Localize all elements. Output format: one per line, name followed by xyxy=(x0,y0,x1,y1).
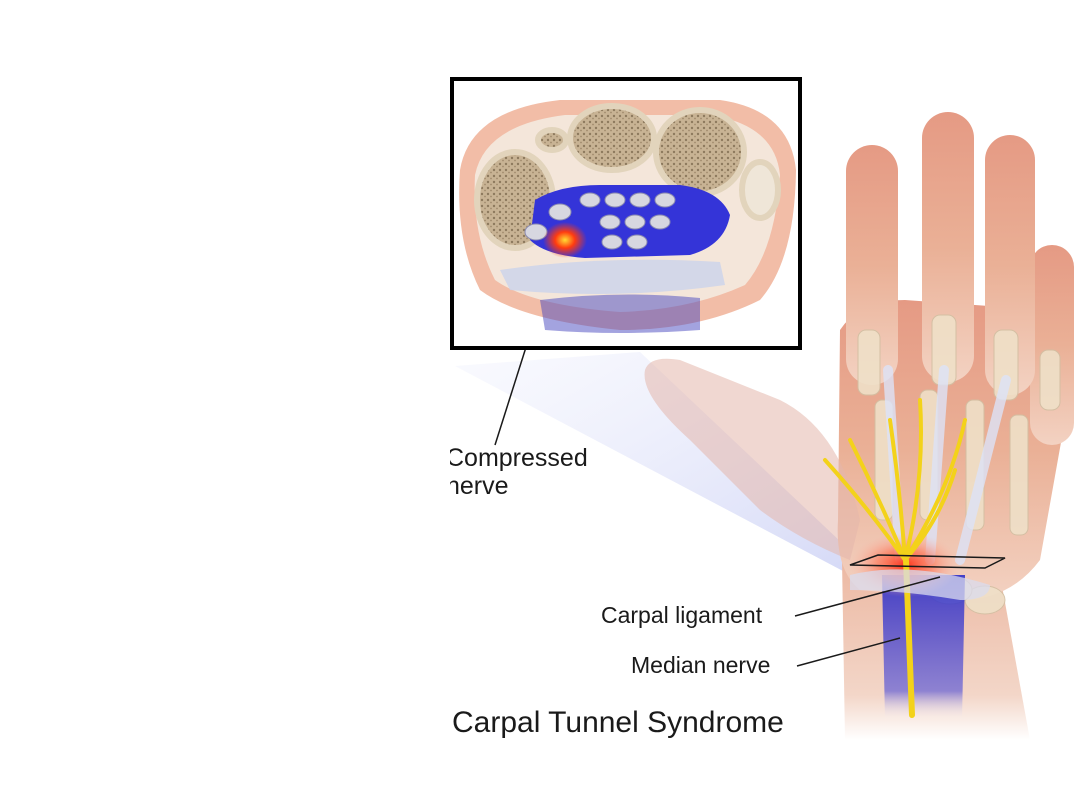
diagram-title: Carpal Tunnel Syndrome xyxy=(452,706,784,739)
carpal-ligament-plane xyxy=(849,554,1006,569)
inset-compression xyxy=(543,222,587,258)
inset-ligament xyxy=(500,259,725,294)
hand-bones xyxy=(857,314,1061,615)
median-nerve-label: Median nerve xyxy=(631,652,771,678)
middle-finger xyxy=(922,112,974,382)
inset-border xyxy=(450,77,802,350)
carpal-tunnel xyxy=(882,575,965,720)
flexor-tendons xyxy=(524,192,676,250)
projection-beam xyxy=(455,352,860,580)
pinky-finger xyxy=(1030,245,1074,445)
compressed-nerve-label-line1: Compressed xyxy=(450,444,588,472)
carpal-ligament xyxy=(850,569,990,600)
carpal-ligament-label: Carpal ligament xyxy=(601,602,763,628)
inset-lower-tissue xyxy=(540,294,700,333)
compressed-nerve-label: Compressed nerve xyxy=(450,444,610,500)
cross-section-inset xyxy=(450,77,802,350)
thumb xyxy=(644,358,860,560)
compressed-nerve-label-line2: nerve xyxy=(450,472,509,500)
median-nerve-leader xyxy=(796,637,901,667)
ring-finger xyxy=(985,135,1035,395)
index-finger xyxy=(846,145,898,385)
carpal-ligament-leader xyxy=(794,576,941,617)
median-nerve-branches xyxy=(823,398,967,562)
